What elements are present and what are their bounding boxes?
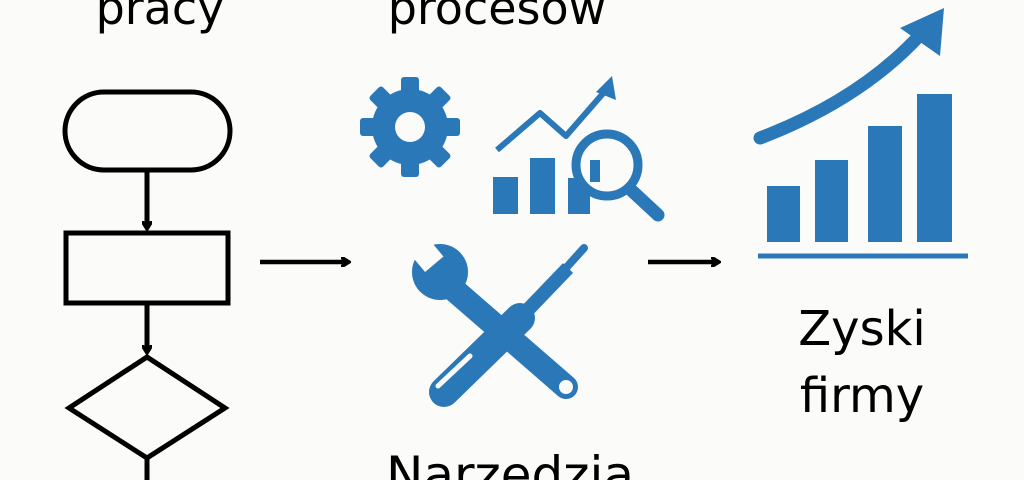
- growth-bar: [917, 94, 952, 242]
- growth-bar: [767, 186, 800, 242]
- profits-label-line1: Zyski: [798, 301, 925, 357]
- growth-bar: [868, 126, 902, 242]
- trend-arrowhead-icon: [596, 76, 616, 100]
- flowchart-icon: [62, 89, 233, 480]
- analytics-bar: [493, 177, 518, 214]
- screwdriver-icon: [429, 244, 588, 407]
- magnifier-icon: [571, 129, 665, 222]
- growth-curve-icon: [753, 28, 927, 145]
- flowchart-start-node: [62, 89, 233, 173]
- arrow-up-icon: [900, 8, 944, 56]
- tools-label: Narzędzia: [386, 446, 634, 480]
- tools-icon: [404, 232, 588, 407]
- flowchart-decision-node: [64, 354, 230, 461]
- analytics-bar: [530, 158, 555, 214]
- wrench-icon: [404, 232, 578, 399]
- trend-line-icon: [495, 88, 609, 153]
- analytics-icon: [493, 76, 665, 222]
- growth-chart-icon: [753, 8, 968, 259]
- growth-bar: [815, 160, 848, 242]
- gear-icon: [360, 77, 460, 177]
- flowchart-process-node: [63, 230, 231, 306]
- profits-label-line2: firmy: [800, 368, 924, 424]
- workflow-label: pracy: [96, 0, 225, 35]
- processes-label: procesów: [388, 0, 607, 35]
